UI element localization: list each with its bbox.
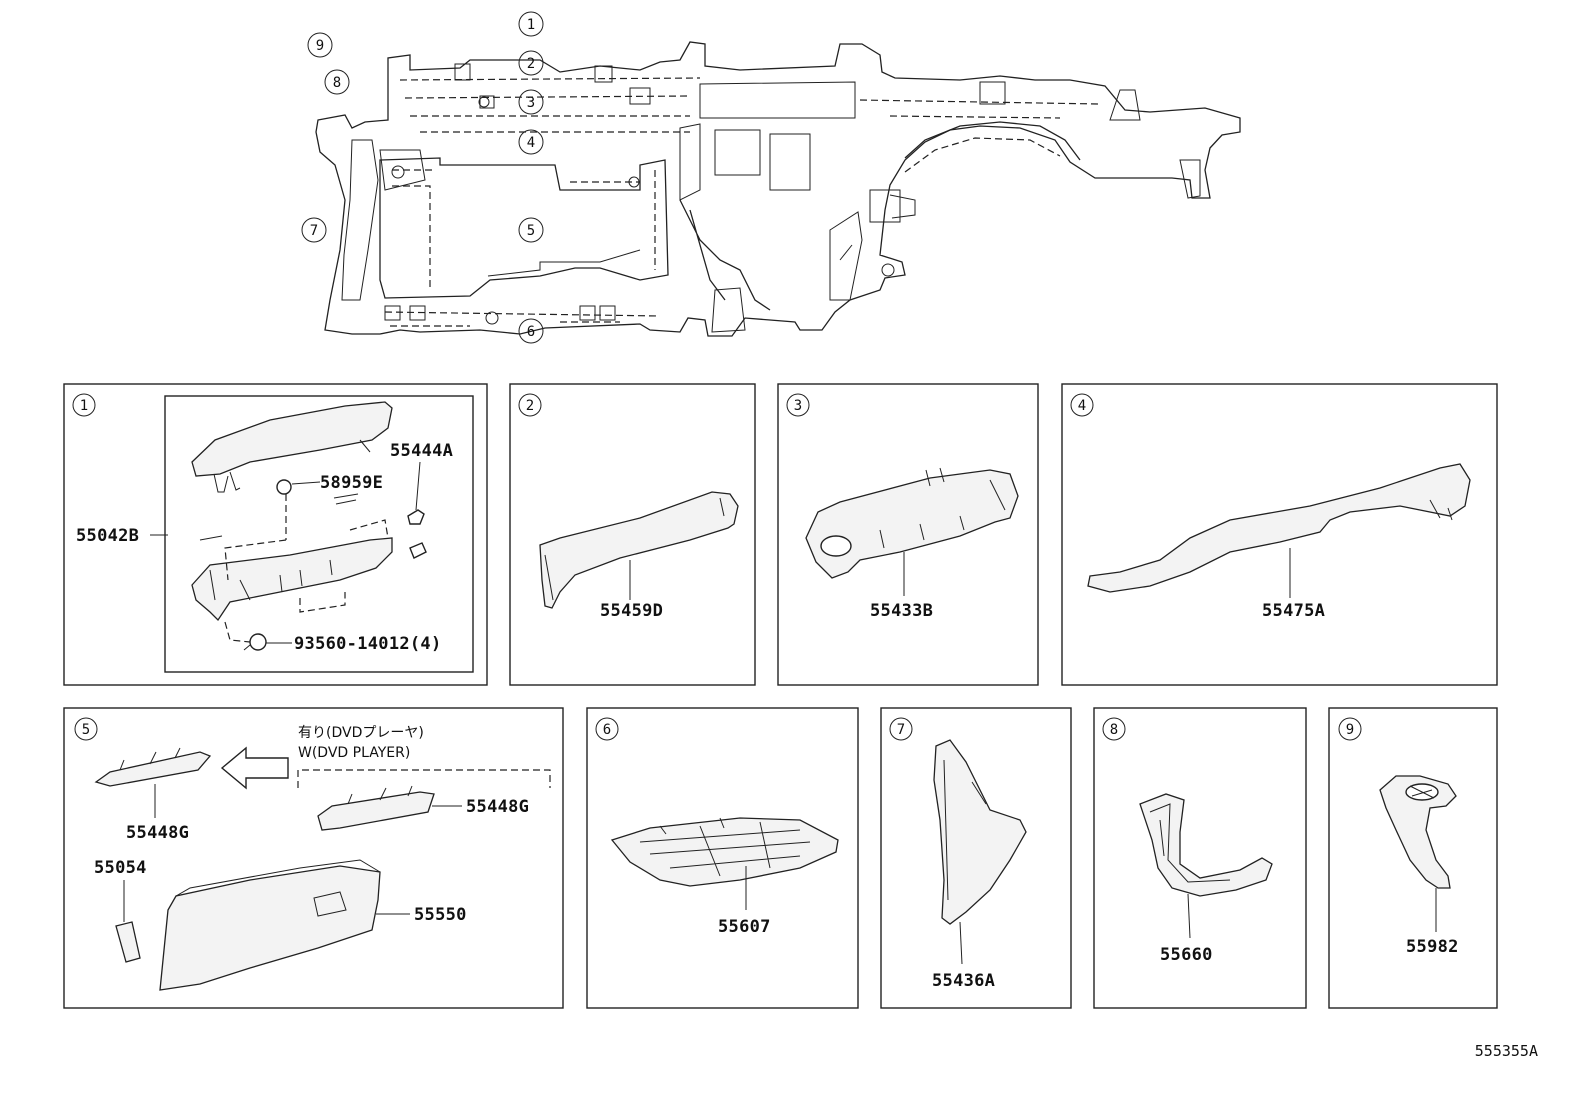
svg-text:4: 4	[527, 135, 535, 151]
option-bracket	[297, 769, 551, 788]
callout-2[interactable]: 2	[518, 50, 544, 76]
bracket-55448G-left	[94, 751, 212, 787]
callout-6[interactable]: 6	[518, 318, 544, 344]
dvd-note-english: W(DVD PLAYER)	[298, 745, 410, 761]
part-label-55982[interactable]: 55982	[1406, 937, 1459, 957]
garnish-55459D	[539, 491, 739, 609]
panel-1-subassembly-frame	[164, 395, 474, 673]
screw-93560	[249, 633, 267, 651]
part-label-55448G-left[interactable]: 55448G	[126, 823, 189, 843]
part-label-55042B[interactable]: 55042B	[76, 526, 139, 546]
bracket-55448G-right	[317, 791, 435, 831]
part-label-93560-14012[interactable]: 93560-14012(4)	[294, 634, 442, 654]
tray-55433B	[805, 469, 1019, 579]
panel-1-frame	[63, 383, 488, 686]
panel-4: 4 55475A	[1061, 383, 1498, 686]
panel-7-frame	[880, 707, 1072, 1009]
overview-callouts: 1 2 3 4 5 6 7 8 9	[301, 11, 544, 344]
part-label-55436A[interactable]: 55436A	[932, 971, 995, 991]
svg-text:9: 9	[316, 38, 324, 54]
panel-4-number: 4	[1078, 398, 1086, 414]
panel-2-number: 2	[526, 398, 534, 414]
grommet-icon	[409, 542, 427, 559]
glove-box-55550	[159, 865, 381, 991]
tray-part	[191, 537, 393, 622]
panel-9-frame	[1328, 707, 1498, 1009]
part-label-58959E[interactable]: 58959E	[320, 473, 383, 493]
side-panel-55436A	[933, 739, 1027, 925]
panel-5-number: 5	[82, 722, 90, 738]
svg-text:1: 1	[527, 17, 535, 33]
part-label-55475A[interactable]: 55475A	[1262, 601, 1325, 621]
callout-5[interactable]: 5	[518, 217, 544, 243]
panel-6-frame	[586, 707, 859, 1009]
callout-4[interactable]: 4	[518, 129, 544, 155]
diagram-code: 555355A	[1475, 1042, 1538, 1060]
panel-6: 6 55607	[586, 707, 859, 1009]
register-55660	[1139, 793, 1273, 897]
panel-9-number: 9	[1346, 722, 1354, 738]
panel-1-number: 1	[80, 398, 88, 414]
cover-55607	[610, 817, 839, 887]
panel-7: 7 55436A	[880, 707, 1072, 1009]
panel-8-number: 8	[1110, 722, 1118, 738]
panel-3: 3 55433B	[777, 383, 1039, 686]
svg-text:7: 7	[310, 223, 318, 239]
panel-6-number: 6	[603, 722, 611, 738]
callout-1[interactable]: 1	[518, 11, 544, 37]
panel-2-frame	[509, 383, 756, 686]
callout-7[interactable]: 7	[301, 217, 327, 243]
panel-5: 5 有り(DVDプレーヤ) W(DVD PLAYER) 55448G 55448…	[63, 707, 564, 1009]
panel-3-number: 3	[794, 398, 802, 414]
part-label-55448G-right[interactable]: 55448G	[466, 797, 529, 817]
svg-text:8: 8	[333, 75, 341, 91]
svg-text:2: 2	[527, 56, 535, 72]
instrument-panel-frame-drawing	[315, 41, 1241, 337]
part-label-55607[interactable]: 55607	[718, 917, 771, 937]
panel-9: 9 55982	[1328, 707, 1498, 1009]
part-label-55054[interactable]: 55054	[94, 858, 147, 878]
part-label-55660[interactable]: 55660	[1160, 945, 1213, 965]
svg-text:6: 6	[527, 324, 535, 340]
upper-lid-part	[191, 401, 393, 477]
panel-3-frame	[777, 383, 1039, 686]
panel-8-frame	[1093, 707, 1307, 1009]
callout-3[interactable]: 3	[518, 89, 544, 115]
damper-55054	[115, 921, 141, 963]
panel-5-frame	[63, 707, 564, 1009]
panel-8: 8 55660	[1093, 707, 1307, 1009]
garnish-55475A	[1087, 463, 1471, 593]
fastener-55444A	[407, 509, 425, 525]
panel-2: 2 55459D	[509, 383, 756, 686]
svg-text:5: 5	[527, 223, 535, 239]
register-55982	[1379, 775, 1457, 889]
panel-7-number: 7	[897, 722, 905, 738]
part-label-55444A[interactable]: 55444A	[390, 441, 453, 461]
panel-1: 1 58959E 55444A 55042B 93560-14012(4)	[63, 383, 488, 686]
part-label-55550[interactable]: 55550	[414, 905, 467, 925]
part-label-55459D[interactable]: 55459D	[600, 601, 663, 621]
callout-8[interactable]: 8	[324, 69, 350, 95]
arrow-left-icon	[220, 746, 289, 790]
clip-58959E	[276, 479, 292, 495]
callout-9[interactable]: 9	[307, 32, 333, 58]
panel-4-frame	[1061, 383, 1498, 686]
dvd-note-japanese: 有り(DVDプレーヤ)	[298, 725, 424, 741]
svg-text:3: 3	[527, 95, 535, 111]
part-label-55433B[interactable]: 55433B	[870, 601, 933, 621]
